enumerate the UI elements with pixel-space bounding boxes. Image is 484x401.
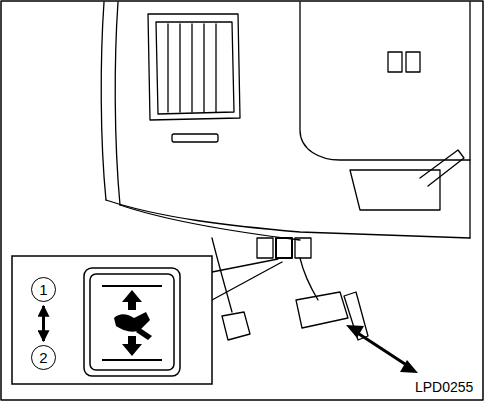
dash-contour bbox=[101, 2, 106, 200]
dash-lower-edge bbox=[120, 205, 300, 240]
parking-pedal bbox=[222, 312, 250, 340]
pedal-arm bbox=[300, 258, 318, 300]
figure-code: LPD0255 bbox=[414, 379, 474, 395]
brake-pedal bbox=[296, 292, 348, 328]
callout-number: 2 bbox=[39, 350, 47, 365]
vent-slats bbox=[168, 24, 216, 112]
callout-circle: 2 bbox=[31, 345, 56, 370]
callout-circle: 1 bbox=[31, 277, 56, 302]
pedal-arm bbox=[212, 238, 232, 312]
dash-contour bbox=[115, 2, 120, 205]
panel-switch bbox=[406, 52, 420, 72]
direction-arrow bbox=[42, 306, 45, 341]
panel-edge bbox=[469, 2, 470, 238]
dash-lower-edge bbox=[106, 200, 470, 238]
panel-switch bbox=[388, 52, 402, 72]
air-vent bbox=[156, 22, 234, 114]
vent-slot bbox=[172, 134, 218, 142]
pedal-adjust-switch bbox=[276, 238, 292, 258]
switch-bank bbox=[257, 238, 273, 258]
accelerator-pedal bbox=[344, 292, 368, 340]
callout-number: 1 bbox=[39, 282, 47, 297]
leader-line bbox=[212, 262, 282, 300]
column-stalk bbox=[420, 150, 464, 186]
air-vent bbox=[148, 14, 240, 120]
leader-line bbox=[212, 259, 278, 272]
switch-ridge bbox=[102, 359, 162, 361]
switch-icons bbox=[114, 290, 152, 356]
switch-ridge bbox=[102, 285, 162, 287]
column-cover bbox=[350, 170, 440, 210]
panel-edge bbox=[300, 2, 470, 160]
switch-face bbox=[84, 268, 180, 376]
switch-bank bbox=[295, 238, 311, 258]
switch-face bbox=[90, 274, 174, 370]
adjust-arrow bbox=[346, 325, 418, 373]
inset-box bbox=[12, 256, 212, 384]
